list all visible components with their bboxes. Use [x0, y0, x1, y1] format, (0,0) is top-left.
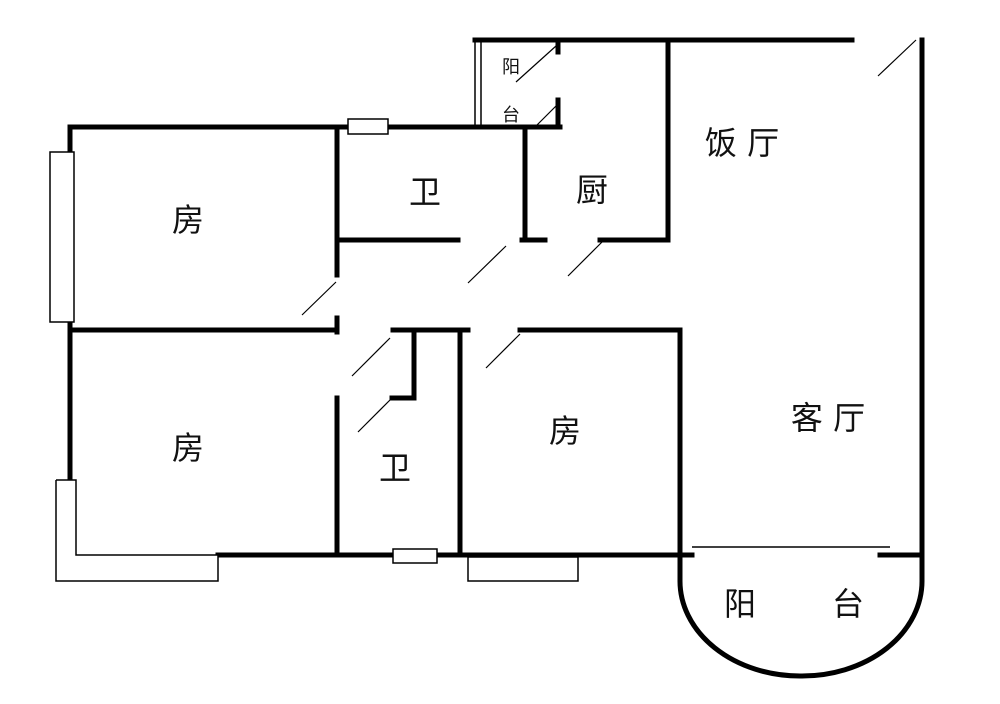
label-bathroom-bottom: 卫: [379, 449, 411, 487]
door-mark: [301, 281, 337, 316]
label-balcony-top-1: 阳: [502, 57, 520, 78]
door-marks: [301, 39, 917, 433]
label-dining-room: 饭 厅: [705, 124, 779, 162]
door-mark: [877, 39, 917, 77]
label-balcony-bottom-right: 台: [832, 585, 864, 623]
door-mark: [485, 333, 521, 369]
walls: [67, 37, 925, 558]
door-mark: [535, 105, 557, 127]
window-bay-bottom-left: [55, 479, 219, 582]
windows: [49, 118, 579, 582]
balcony-curve: [677, 552, 925, 679]
balcony-bottom: [677, 546, 925, 679]
door-mark: [567, 241, 603, 277]
label-balcony-bottom-left: 阳: [724, 585, 756, 623]
window-left: [49, 151, 75, 323]
labels: 房 房 房 卫 卫 厨 饭 厅 客 厅 阳 台 阳 台: [172, 57, 865, 623]
label-balcony-top-2: 台: [502, 105, 520, 126]
label-living-room: 客 厅: [791, 399, 865, 437]
label-bathroom-top: 卫: [409, 173, 441, 211]
label-bedroom-bottom-left: 房: [172, 429, 204, 467]
window-bath-bottom: [392, 548, 438, 564]
window-center-room: [467, 556, 579, 582]
door-mark: [515, 45, 557, 83]
label-bedroom-top-left: 房: [172, 201, 204, 239]
window-bath-top: [347, 118, 389, 135]
label-bedroom-center: 房: [549, 412, 581, 450]
door-mark: [467, 245, 507, 284]
balcony-top: [474, 40, 482, 127]
label-kitchen: 厨: [576, 171, 608, 209]
door-mark: [351, 337, 391, 377]
door-mark: [357, 397, 393, 433]
